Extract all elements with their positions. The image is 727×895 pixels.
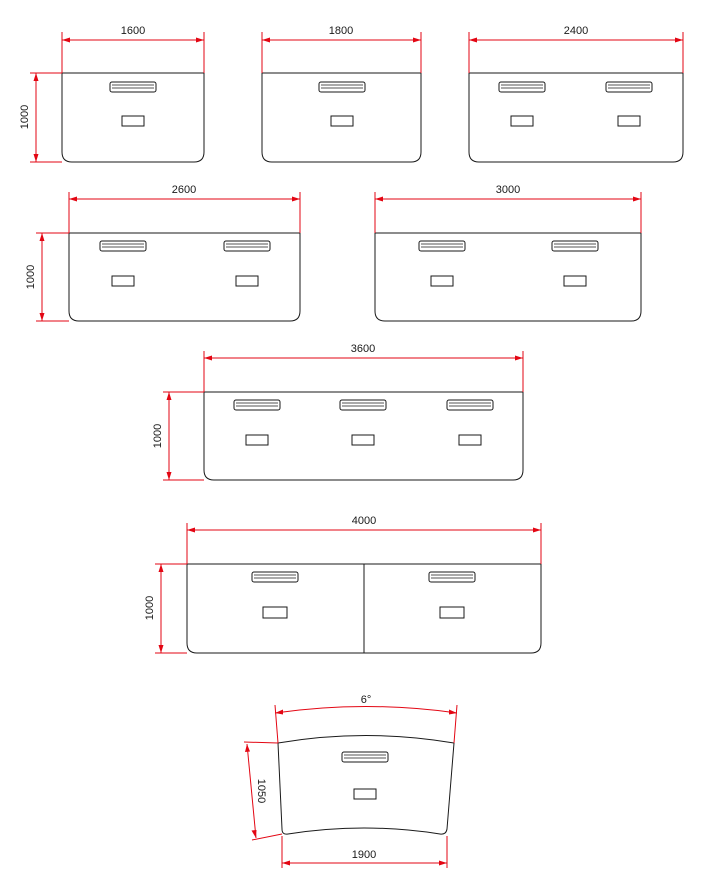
- desk-outline: [61, 72, 205, 163]
- width-dimension: [281, 836, 448, 868]
- access-flap: [330, 115, 354, 127]
- access-flap: [235, 275, 259, 287]
- desk-curved: 6° 1050 1900: [243, 694, 458, 868]
- access-flap: [430, 275, 454, 287]
- access-flap: [262, 606, 288, 619]
- access-flap: [245, 434, 269, 446]
- cable-tray: [339, 399, 387, 411]
- access-flap: [458, 434, 482, 446]
- access-flap: [353, 788, 377, 800]
- access-flap: [510, 115, 534, 127]
- cable-tray: [318, 81, 366, 93]
- width-dimension: [374, 192, 642, 233]
- width-label: 1800: [329, 25, 353, 37]
- desk-outline: [277, 735, 455, 835]
- depth-dimension: [36, 232, 69, 322]
- width-dimension: [68, 192, 301, 233]
- desk-1600: 1600 1000: [19, 25, 205, 163]
- access-flap: [563, 275, 587, 287]
- width-label: 2600: [172, 184, 196, 196]
- width-dimension: [61, 32, 205, 73]
- cable-tray: [341, 751, 389, 763]
- depth-label: 1000: [152, 424, 164, 448]
- desk-outline: [374, 232, 642, 322]
- access-flap: [439, 606, 465, 619]
- cable-tray: [498, 81, 546, 93]
- width-label: 3600: [351, 343, 375, 355]
- cable-tray: [251, 571, 299, 583]
- desk-2400: 2400: [468, 25, 684, 163]
- width-label: 1900: [352, 849, 376, 861]
- desk-2600: 2600 1000: [25, 184, 301, 322]
- cable-tray: [99, 240, 147, 252]
- cable-tray: [446, 399, 494, 411]
- width-label: 2400: [564, 25, 588, 37]
- cable-tray: [605, 81, 653, 93]
- desk-1800: 1800: [261, 25, 422, 163]
- depth-dimension: [30, 72, 62, 163]
- access-flap: [111, 275, 135, 287]
- cable-tray: [418, 240, 466, 252]
- access-flap: [121, 115, 145, 127]
- cable-tray: [233, 399, 281, 411]
- desk-outline: [203, 391, 524, 481]
- width-label: 3000: [496, 184, 520, 196]
- depth-label: 1050: [255, 779, 267, 803]
- desk-4000: 4000 1000: [144, 515, 542, 654]
- width-dimension: [261, 32, 422, 73]
- depth-label: 1000: [25, 265, 37, 289]
- cable-tray: [428, 571, 476, 583]
- desk-3600: 3600 1000: [152, 343, 524, 481]
- cable-tray: [551, 240, 599, 252]
- desk-3000: 3000: [374, 184, 642, 322]
- depth-dimension: [163, 391, 204, 481]
- width-dimension: [468, 32, 684, 73]
- angle-dimension: [274, 704, 458, 744]
- width-dimension: [186, 523, 542, 564]
- angle-label: 6°: [361, 694, 372, 706]
- cable-tray: [223, 240, 271, 252]
- depth-label: 1000: [19, 105, 31, 129]
- desk-outline: [186, 563, 542, 654]
- access-flap: [617, 115, 641, 127]
- desk-outline: [68, 232, 301, 322]
- desk-outline: [468, 72, 684, 163]
- cable-tray: [109, 81, 157, 93]
- width-label: 4000: [352, 515, 376, 527]
- depth-dimension: [243, 741, 283, 841]
- width-label: 1600: [121, 25, 145, 37]
- width-dimension: [203, 351, 524, 392]
- access-flap: [351, 434, 375, 446]
- desk-outline: [261, 72, 422, 163]
- depth-dimension: [155, 563, 187, 654]
- depth-label: 1000: [144, 596, 156, 620]
